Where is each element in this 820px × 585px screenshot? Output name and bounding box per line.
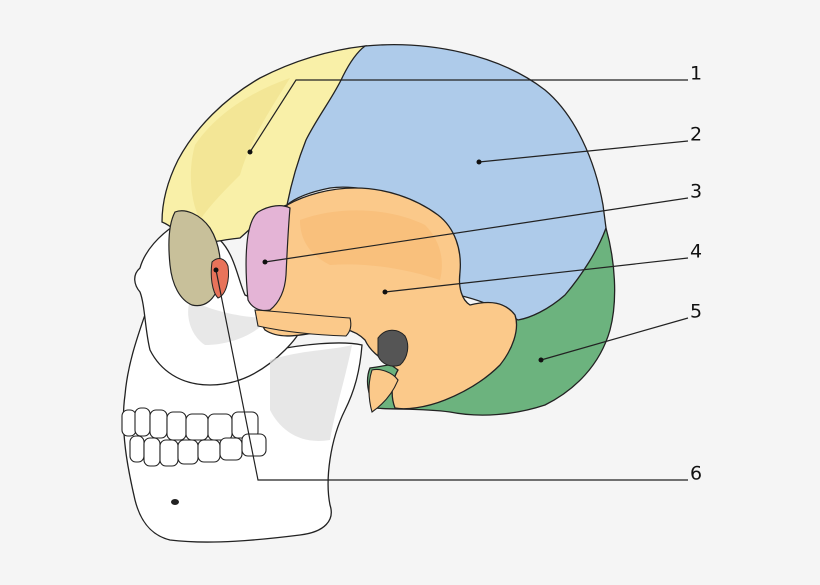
label-6: 6 [690, 463, 702, 485]
sphenoid-bone [245, 205, 291, 312]
leader-line-3 [264, 197, 689, 263]
jaw-shading [270, 345, 352, 441]
leader-lines [215, 79, 689, 481]
label-3: 3 [690, 181, 702, 203]
label-5: 5 [690, 301, 702, 323]
mastoid-process [368, 368, 399, 413]
frontal-shading [190, 78, 290, 220]
number-labels: 1 2 3 4 5 6 [690, 63, 702, 485]
upper-teeth [121, 407, 259, 441]
auditory-meatus [377, 329, 409, 367]
orbit-rim [168, 210, 222, 307]
cheek-shading [188, 300, 270, 345]
lower-teeth [129, 433, 267, 467]
temporal-shading [300, 210, 442, 280]
leader-line-1 [249, 79, 688, 153]
leader-line-4 [384, 257, 689, 293]
label-2: 2 [690, 124, 702, 146]
leader-line-5 [540, 317, 689, 361]
zygomatic-arch [254, 309, 352, 337]
label-1: 1 [690, 63, 702, 85]
leader-line-6 [215, 269, 688, 481]
leader-line-2 [478, 140, 689, 163]
leader-dots [213, 149, 544, 363]
label-4: 4 [690, 241, 702, 263]
mental-foramen [171, 499, 179, 505]
